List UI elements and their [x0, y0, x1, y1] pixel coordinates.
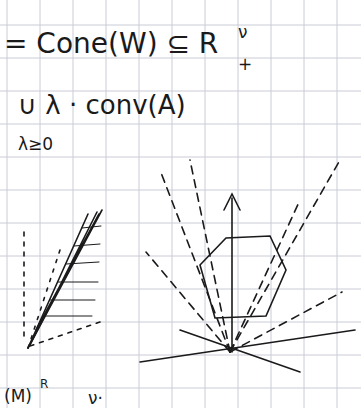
- grid-line: [73, 0, 74, 408]
- grid-line: [0, 388, 361, 389]
- grid-line: [0, 25, 361, 26]
- grid-line: [337, 0, 338, 408]
- grid-line: [0, 322, 361, 323]
- formula-fragment: ν·: [88, 390, 103, 407]
- grid-line: [106, 0, 107, 408]
- cone-sketch: [24, 210, 102, 348]
- superscript: R: [40, 378, 48, 390]
- grid-line: [304, 0, 305, 408]
- grid-line: [0, 223, 361, 224]
- grid-line: [271, 0, 272, 408]
- grid-line: [7, 0, 8, 408]
- grid-line: [139, 0, 140, 408]
- polytope-cone-sketch: [140, 160, 355, 372]
- grid-line: [0, 256, 361, 257]
- index-condition: λ≥0: [18, 136, 53, 153]
- grid-line: [0, 190, 361, 191]
- grid-line: [205, 0, 206, 408]
- grid-line: [0, 124, 361, 125]
- grid-line: [40, 0, 41, 408]
- superscript: ν: [238, 24, 248, 41]
- subscript: +: [238, 56, 252, 73]
- formula: ∪ λ · conv(A): [18, 92, 186, 118]
- formula: = Cone(W) ⊆ R: [4, 30, 218, 58]
- formula-fragment: (M): [4, 388, 32, 405]
- grid-line: [0, 157, 361, 158]
